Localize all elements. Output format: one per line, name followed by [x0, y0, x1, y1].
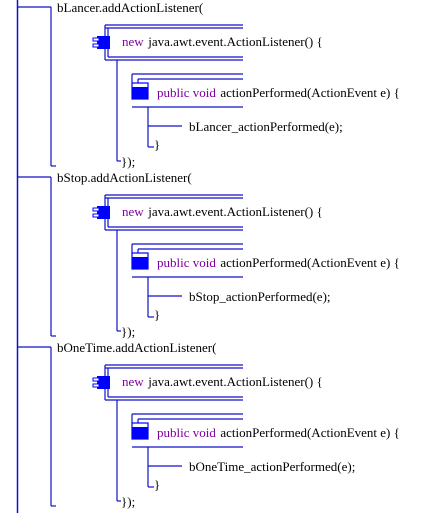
method-signature-text: actionPerformed(ActionEvent e) { — [220, 255, 400, 270]
call-close-text: }); — [121, 494, 135, 509]
method-signature-text: actionPerformed(ActionEvent e) { — [220, 425, 400, 440]
new-keyword: new — [122, 34, 144, 49]
class-icon — [97, 376, 110, 389]
method-signature-text: actionPerformed(ActionEvent e) { — [220, 85, 400, 100]
method-icon-fill — [132, 427, 148, 439]
method-modifiers: public void — [157, 255, 216, 270]
method-icon-fill — [132, 87, 148, 99]
method-close-brace: } — [154, 477, 160, 492]
call-close-text: }); — [121, 154, 135, 169]
anonymous-class-text: java.awt.event.ActionListener() { — [147, 204, 322, 219]
method-modifiers: public void — [157, 425, 216, 440]
statement-text: bOneTime_actionPerformed(e); — [189, 459, 355, 474]
statement-text: bStop_actionPerformed(e); — [189, 289, 331, 304]
method-close-brace: } — [154, 137, 160, 152]
class-icon-tab — [92, 383, 100, 388]
class-icon-tab — [92, 43, 100, 48]
method-icon-fill — [132, 257, 148, 269]
method-modifiers: public void — [157, 85, 216, 100]
new-keyword: new — [122, 374, 144, 389]
class-icon-tab — [92, 213, 100, 218]
call-close-text: }); — [121, 324, 135, 339]
class-icon — [97, 36, 110, 49]
listener-call-text: bOneTime.addActionListener( — [57, 340, 216, 355]
class-icon — [97, 206, 110, 219]
anonymous-class-text: java.awt.event.ActionListener() { — [147, 34, 322, 49]
class-icon-tab — [92, 207, 100, 212]
statement-text: bLancer_actionPerformed(e); — [189, 119, 343, 134]
listener-call-text: bStop.addActionListener( — [57, 170, 192, 185]
class-icon-tab — [92, 37, 100, 42]
method-close-brace: } — [154, 307, 160, 322]
class-icon-tab — [92, 377, 100, 382]
new-keyword: new — [122, 204, 144, 219]
listener-call-text: bLancer.addActionListener( — [57, 0, 203, 15]
anonymous-class-text: java.awt.event.ActionListener() { — [147, 374, 322, 389]
